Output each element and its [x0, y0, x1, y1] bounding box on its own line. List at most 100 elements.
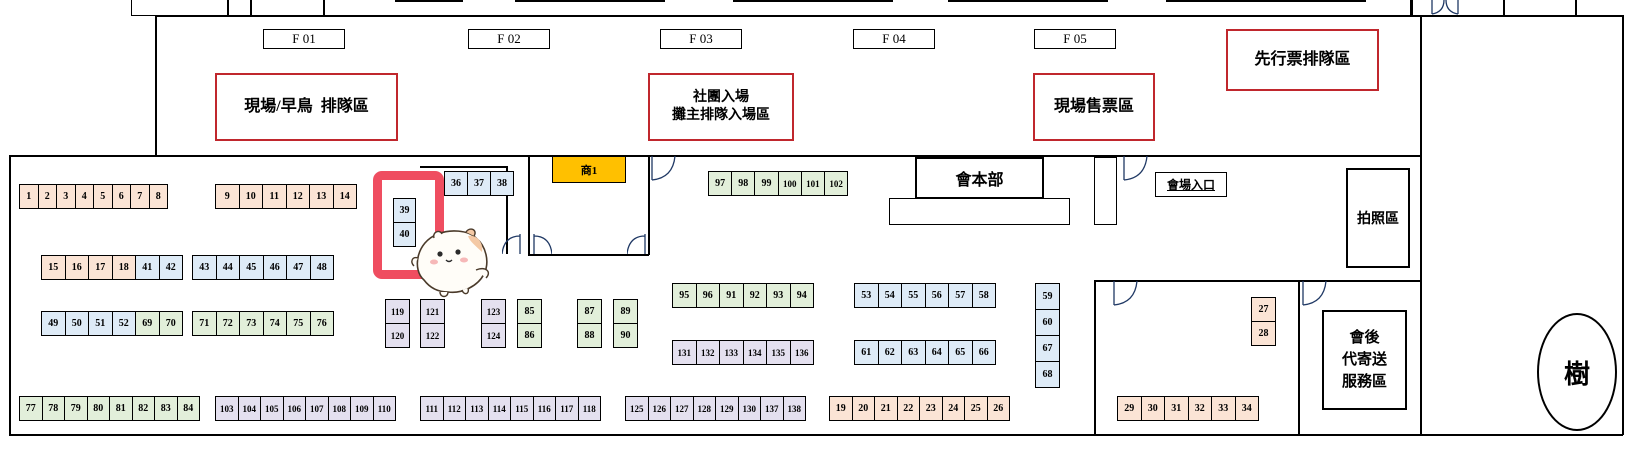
booth-93[interactable]: 93 — [766, 283, 791, 308]
booth-33[interactable]: 33 — [1211, 396, 1236, 421]
booth-45[interactable]: 45 — [239, 255, 264, 280]
booth-60[interactable]: 60 — [1035, 309, 1060, 336]
booth-127[interactable]: 127 — [670, 396, 694, 421]
booth-14[interactable]: 14 — [332, 184, 357, 209]
booth-43[interactable]: 43 — [192, 255, 217, 280]
booth-62[interactable]: 62 — [877, 340, 902, 365]
booth-64[interactable]: 64 — [924, 340, 949, 365]
booth-71[interactable]: 71 — [192, 311, 217, 336]
booth-56[interactable]: 56 — [924, 283, 949, 308]
booth-133[interactable]: 133 — [719, 340, 744, 365]
booth-82[interactable]: 82 — [131, 396, 155, 421]
booth-12[interactable]: 12 — [285, 184, 310, 209]
booth-99[interactable]: 99 — [754, 171, 779, 196]
booth-6[interactable]: 6 — [111, 184, 131, 209]
booth-21[interactable]: 21 — [874, 396, 898, 421]
booth-41[interactable]: 41 — [135, 255, 160, 280]
booth-57[interactable]: 57 — [948, 283, 973, 308]
booth-42[interactable]: 42 — [158, 255, 183, 280]
booth-31[interactable]: 31 — [1164, 396, 1189, 421]
booth-49[interactable]: 49 — [41, 311, 66, 336]
booth-98[interactable]: 98 — [731, 171, 756, 196]
booth-19[interactable]: 19 — [829, 396, 853, 421]
booth-111[interactable]: 111 — [420, 396, 444, 421]
booth-115[interactable]: 115 — [510, 396, 534, 421]
booth-17[interactable]: 17 — [88, 255, 113, 280]
booth-22[interactable]: 22 — [896, 396, 920, 421]
booth-85[interactable]: 85 — [517, 299, 542, 324]
booth-112[interactable]: 112 — [442, 396, 466, 421]
booth-65[interactable]: 65 — [948, 340, 973, 365]
booth-92[interactable]: 92 — [742, 283, 767, 308]
booth-24[interactable]: 24 — [941, 396, 965, 421]
booth-110[interactable]: 110 — [372, 396, 396, 421]
booth-138[interactable]: 138 — [782, 396, 806, 421]
booth-37[interactable]: 37 — [467, 171, 491, 196]
booth-20[interactable]: 20 — [851, 396, 875, 421]
booth-74[interactable]: 74 — [262, 311, 287, 336]
booth-90[interactable]: 90 — [613, 323, 638, 348]
booth-68[interactable]: 68 — [1035, 361, 1060, 388]
booth-27[interactable]: 27 — [1251, 297, 1276, 322]
booth-29[interactable]: 29 — [1117, 396, 1142, 421]
booth-77[interactable]: 77 — [19, 396, 43, 421]
booth-130[interactable]: 130 — [737, 396, 761, 421]
booth-70[interactable]: 70 — [158, 311, 183, 336]
booth-38[interactable]: 38 — [490, 171, 514, 196]
booth-4[interactable]: 4 — [74, 184, 94, 209]
booth-23[interactable]: 23 — [919, 396, 943, 421]
booth-91[interactable]: 91 — [719, 283, 744, 308]
booth-30[interactable]: 30 — [1140, 396, 1165, 421]
booth-10[interactable]: 10 — [238, 184, 263, 209]
booth-44[interactable]: 44 — [215, 255, 240, 280]
booth-15[interactable]: 15 — [41, 255, 66, 280]
booth-75[interactable]: 75 — [286, 311, 311, 336]
booth-2[interactable]: 2 — [37, 184, 57, 209]
booth-80[interactable]: 80 — [86, 396, 110, 421]
booth-123[interactable]: 123 — [481, 299, 506, 324]
booth-8[interactable]: 8 — [148, 184, 168, 209]
booth-88[interactable]: 88 — [577, 323, 602, 348]
booth-97[interactable]: 97 — [708, 171, 733, 196]
booth-134[interactable]: 134 — [742, 340, 767, 365]
booth-102[interactable]: 102 — [824, 171, 849, 196]
booth-106[interactable]: 106 — [282, 396, 306, 421]
booth-121[interactable]: 121 — [420, 299, 445, 324]
booth-7[interactable]: 7 — [130, 184, 150, 209]
booth-54[interactable]: 54 — [877, 283, 902, 308]
booth-76[interactable]: 76 — [309, 311, 334, 336]
booth-58[interactable]: 58 — [971, 283, 996, 308]
booth-109[interactable]: 109 — [350, 396, 374, 421]
booth-34[interactable]: 34 — [1234, 396, 1259, 421]
booth-122[interactable]: 122 — [420, 323, 445, 348]
booth-50[interactable]: 50 — [64, 311, 89, 336]
booth-72[interactable]: 72 — [215, 311, 240, 336]
booth-69[interactable]: 69 — [135, 311, 160, 336]
booth-107[interactable]: 107 — [305, 396, 329, 421]
booth-103[interactable]: 103 — [215, 396, 239, 421]
booth-83[interactable]: 83 — [154, 396, 178, 421]
booth-132[interactable]: 132 — [695, 340, 720, 365]
booth-135[interactable]: 135 — [766, 340, 791, 365]
booth-116[interactable]: 116 — [532, 396, 556, 421]
booth-9[interactable]: 9 — [215, 184, 240, 209]
booth-105[interactable]: 105 — [260, 396, 284, 421]
booth-11[interactable]: 11 — [262, 184, 287, 209]
booth-3[interactable]: 3 — [56, 184, 76, 209]
booth-26[interactable]: 26 — [986, 396, 1010, 421]
booth-73[interactable]: 73 — [239, 311, 264, 336]
booth-94[interactable]: 94 — [789, 283, 814, 308]
booth-13[interactable]: 13 — [309, 184, 334, 209]
booth-126[interactable]: 126 — [647, 396, 671, 421]
booth-124[interactable]: 124 — [481, 323, 506, 348]
booth-131[interactable]: 131 — [672, 340, 697, 365]
booth-129[interactable]: 129 — [715, 396, 739, 421]
booth-32[interactable]: 32 — [1187, 396, 1212, 421]
booth-59[interactable]: 59 — [1035, 283, 1060, 310]
booth-78[interactable]: 78 — [41, 396, 65, 421]
booth-36[interactable]: 36 — [444, 171, 468, 196]
booth-28[interactable]: 28 — [1251, 321, 1276, 346]
booth-101[interactable]: 101 — [800, 171, 825, 196]
booth-128[interactable]: 128 — [692, 396, 716, 421]
booth-89[interactable]: 89 — [613, 299, 638, 324]
